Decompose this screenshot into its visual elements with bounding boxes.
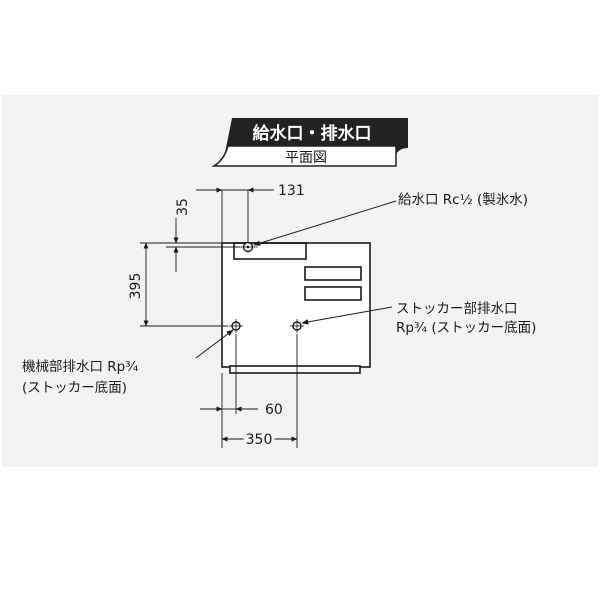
dim-35: 35 <box>175 198 191 216</box>
title-main: 給水口・排水口 <box>253 123 372 144</box>
machine-drain-port <box>229 319 243 333</box>
vent-slot-lower <box>304 286 362 301</box>
dim-395: 395 <box>128 273 144 300</box>
dim-350: 350 <box>246 432 273 448</box>
dimension-lines <box>140 187 298 448</box>
machine-drain-label-line1: 機械部排水口 Rp¾ <box>22 359 138 375</box>
stocker-drain-label-line1: ストッカー部排水口 <box>396 301 518 317</box>
stocker-drain-port <box>290 319 304 333</box>
unit-base <box>229 365 361 374</box>
top-panel <box>233 242 307 260</box>
unit-outline <box>221 242 371 368</box>
water-supply-port <box>238 241 258 253</box>
machine-drain-label-line2: (ストッカー底面) <box>22 380 127 396</box>
vent-slot-upper <box>304 266 362 281</box>
stocker-drain-label-line2: Rp¾ (ストッカー底面) <box>396 320 536 336</box>
title-sub: 平面図 <box>285 150 327 166</box>
dim-60: 60 <box>265 402 283 418</box>
dim-131: 131 <box>278 183 305 199</box>
leader-lines <box>195 200 397 359</box>
unit-body <box>221 242 371 374</box>
water-supply-label: 給水口 Rc½ (製氷水) <box>398 192 528 208</box>
title-badge: 給水口・排水口 平面図 <box>211 118 408 167</box>
